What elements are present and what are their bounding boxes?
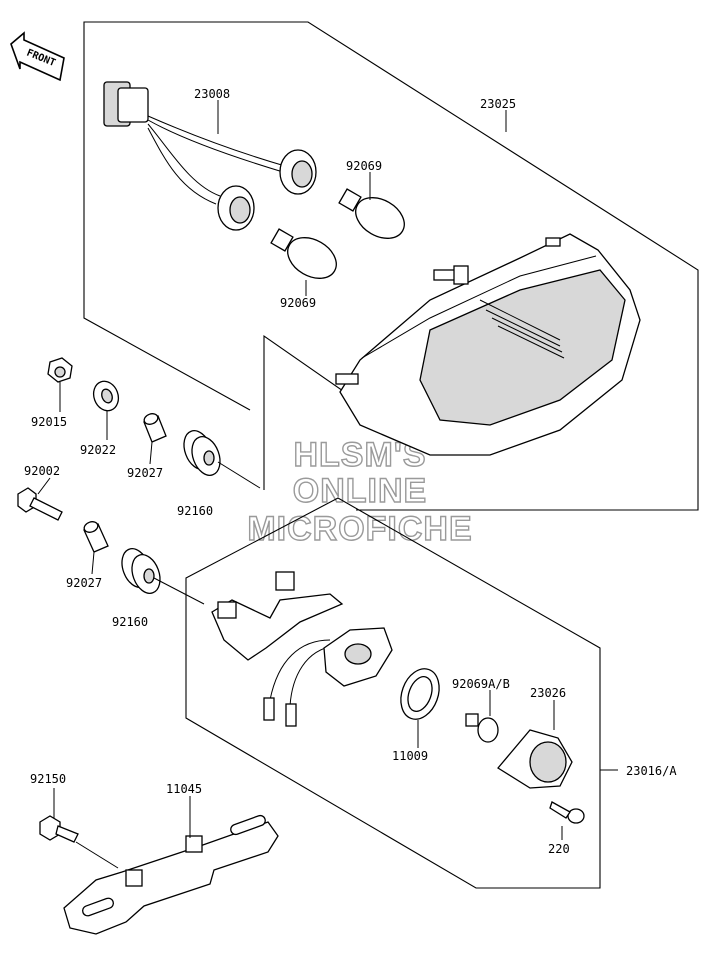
bolt-92002	[17, 487, 63, 521]
label-92027-lower: 92027	[66, 576, 102, 590]
bulb-92069-upper	[338, 188, 405, 239]
lower-assembly-frame	[185, 497, 601, 889]
watermark-line-2: ONLINE	[293, 472, 427, 510]
upper-frame-inner-line	[263, 334, 357, 490]
part-labels: 23008 23025 92069 92069 92015 92022 9202…	[24, 87, 677, 856]
label-92069-upper: 92069	[346, 159, 382, 173]
label-92069-lower: 92069	[280, 296, 316, 310]
label-23016A: 23016/A	[626, 764, 677, 778]
label-92022: 92022	[80, 443, 116, 457]
license-light-bracket	[211, 571, 344, 661]
washer-92022	[92, 380, 120, 412]
bulb-92069AB	[465, 713, 499, 743]
label-92150: 92150	[30, 772, 66, 786]
tail-lamp-housing-23025	[335, 233, 641, 456]
label-23025: 23025	[480, 97, 516, 111]
light-socket-wiring	[263, 627, 393, 727]
label-92160-upper: 92160	[177, 504, 213, 518]
bulb-92069-lower	[270, 228, 337, 279]
label-23008: 23008	[194, 87, 230, 101]
collar-92027-lower	[83, 521, 109, 553]
label-92002: 92002	[24, 464, 60, 478]
wiring-harness-23008	[103, 81, 317, 231]
license-plate-bracket-11045	[63, 814, 279, 935]
label-92027-upper: 92027	[127, 466, 163, 480]
grommet-92160-lower	[121, 548, 161, 594]
screw-220	[549, 801, 585, 824]
upper-assembly-frame	[83, 21, 699, 511]
lens-23026	[497, 729, 573, 789]
watermark-line-3: MICROFICHE	[247, 510, 472, 548]
lens-gasket-11009	[400, 668, 440, 720]
label-11045: 11045	[166, 782, 202, 796]
leader-lines	[37, 100, 618, 869]
grommet-92160-upper	[183, 430, 221, 476]
bolt-92150	[39, 815, 79, 843]
label-92160-lower: 92160	[112, 615, 148, 629]
nut-92015	[47, 357, 73, 383]
label-220: 220	[548, 842, 570, 856]
front-direction-arrow: FRONT	[10, 31, 65, 82]
label-92015: 92015	[31, 415, 67, 429]
label-23026: 23026	[530, 686, 566, 700]
label-11009: 11009	[392, 749, 428, 763]
collar-92027-upper	[143, 413, 167, 443]
label-92069AB: 92069A/B	[452, 677, 510, 691]
